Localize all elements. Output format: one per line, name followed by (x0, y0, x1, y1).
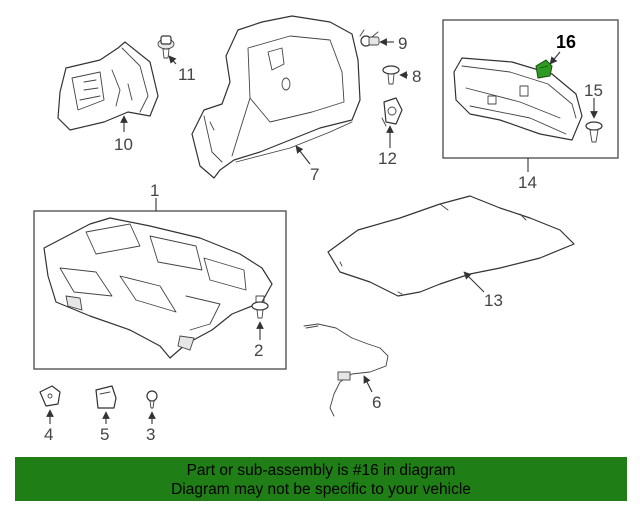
leader-13 (463, 271, 485, 293)
part-1-rear-shelf (43, 217, 273, 359)
part-4-clip (39, 385, 61, 407)
part-1-frame (33, 210, 287, 370)
banner-line-2: Diagram may not be specific to your vehi… (171, 481, 471, 498)
banner-line-1: Part or sub-assembly is #16 in diagram (186, 462, 456, 479)
callout-10: 10 (114, 135, 133, 154)
part-11-clip (157, 35, 175, 59)
callout-13: 13 (484, 291, 503, 310)
callout-12: 12 (378, 149, 397, 168)
callout-14: 14 (518, 173, 537, 192)
callout-6: 6 (372, 393, 381, 412)
callout-9: 9 (398, 34, 407, 53)
parts-diagram: 10 11 9 8 12 7 16 15 14 1 2 13 6 4 5 3 (33, 15, 619, 444)
leader-7 (295, 145, 311, 165)
part-16-clip-highlighted (535, 59, 553, 79)
callout-11: 11 (178, 65, 196, 84)
callout-2: 2 (254, 341, 263, 360)
callout-1: 1 (150, 181, 159, 200)
part-6-cable (303, 323, 389, 417)
callout-7: 7 (310, 165, 319, 184)
leader-16 (549, 51, 561, 65)
part-15-screw (585, 121, 603, 143)
callout-16: 16 (556, 32, 576, 52)
part-10-bracket (57, 41, 159, 131)
part-12-retainer (381, 97, 403, 127)
part-8-pin (382, 65, 400, 85)
leader-lines (46, 38, 598, 424)
leader-6 (363, 375, 373, 393)
callout-8: 8 (412, 67, 421, 86)
part-14-frame (442, 19, 619, 159)
leader-11 (168, 55, 177, 65)
part-2-clip (251, 295, 269, 319)
callout-4: 4 (44, 425, 53, 444)
part-5-retainer (95, 385, 117, 409)
info-banner: Part or sub-assembly is #16 in diagram D… (15, 457, 627, 501)
part-13-floor-mat (327, 195, 575, 297)
part-9-clip (359, 29, 380, 47)
callout-3: 3 (146, 425, 155, 444)
callout-5: 5 (100, 425, 109, 444)
part-14-sill-plate (453, 57, 583, 141)
part-7-side-trim (191, 15, 361, 179)
part-3-screw (146, 390, 158, 409)
callout-15: 15 (584, 81, 603, 100)
